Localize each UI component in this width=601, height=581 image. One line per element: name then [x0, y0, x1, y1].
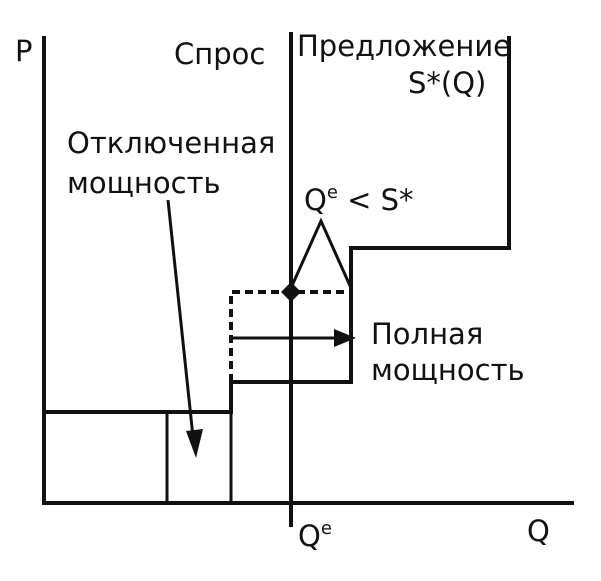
quantity-axis-label: Q — [527, 514, 550, 548]
full-capacity-label-line2: мощность — [371, 353, 525, 387]
gap-inequality-label: Qe < S* — [304, 182, 414, 217]
disabled-capacity-label-line2: мощность — [67, 166, 221, 200]
gap-bracket — [289, 217, 353, 289]
price-axis-label: P — [15, 34, 33, 68]
equilibrium-sup: e — [321, 518, 332, 539]
supply-label-line2: S*(Q) — [408, 66, 486, 100]
supply-label-line1: Предложение — [297, 29, 511, 63]
full-capacity-label-line1: Полная — [371, 317, 483, 351]
disabled-capacity-label-line1: Отключенная — [67, 126, 275, 160]
gap-inequality-rest: < S* — [338, 183, 414, 217]
gap-inequality-q: Q — [304, 183, 327, 217]
demand-label: Спрос — [174, 37, 265, 71]
gap-inequality-sup: e — [327, 182, 338, 203]
equilibrium-quantity-label: Qe — [298, 518, 332, 553]
equilibrium-point — [281, 282, 301, 302]
shift-arrow-head — [334, 329, 356, 347]
disabled-capacity-arrow-head — [186, 429, 203, 458]
disabled-capacity-arrow-shaft — [166, 199, 195, 438]
equilibrium-q: Q — [298, 519, 321, 553]
